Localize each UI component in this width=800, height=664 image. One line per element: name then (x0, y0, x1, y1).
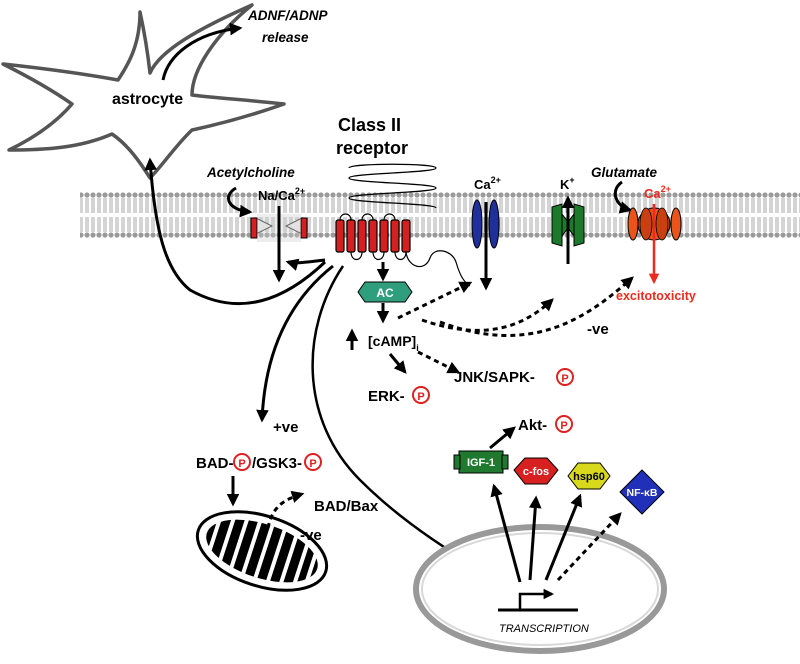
adenylyl-cyclase-icon (357, 281, 413, 303)
akt-phosphate-icon: P (555, 415, 573, 433)
camp-to-calcium-channel-dashed-arrow (397, 281, 473, 320)
svg-text:P: P (417, 391, 424, 403)
nucleus-to-cfos-arrow (528, 495, 542, 581)
adnf-release-arrow (161, 22, 243, 81)
astrocyte-cell-icon (1, 3, 286, 180)
bad-bax-label: BAD/Bax (314, 498, 379, 515)
svg-text:P: P (309, 458, 316, 470)
positive-effect-label: +ve (273, 419, 298, 436)
cfos-icon (513, 457, 559, 485)
adnf-label-line1: ADNF/ADNP (247, 8, 328, 23)
transcription-label: TRANSCRIPTION (499, 623, 589, 635)
camp-to-potassium-channel-dashed-arrow (421, 298, 554, 332)
excitotoxicity-label: excitotoxicity (616, 289, 696, 303)
ac-label: AC (376, 286, 394, 300)
jnk-sapk-label: JNK/SAPK- (454, 369, 535, 386)
plasma-membrane (80, 191, 800, 239)
acetylcholine-label: Acetylcholine (206, 165, 295, 180)
adnf-label-line2: release (262, 30, 309, 45)
camp-to-erk-arrow (388, 353, 407, 374)
transcription-start-arrow (518, 588, 555, 610)
gsk3-phosphate-icon: P (304, 453, 322, 471)
receptor-to-nucleus-arrow (311, 265, 480, 570)
gsk3-label: /GSK3- (252, 455, 302, 472)
svg-text:P: P (238, 458, 245, 470)
receptor-to-bad-arrow (256, 264, 334, 423)
nucleus-to-igf1-arrow (490, 483, 522, 583)
nfkb-label: NF-κB (627, 487, 658, 499)
astrocyte-label: astrocyte (112, 91, 183, 108)
igf1-icon (453, 450, 509, 474)
nucleus-icon (413, 524, 667, 654)
igf1-label: IGF-1 (467, 457, 495, 469)
k-label: K+ (560, 175, 575, 192)
jnk-phosphate-icon: P (556, 368, 574, 386)
class-ii-receptor-icon (335, 163, 471, 287)
bad-phosphate-icon: P (233, 453, 251, 471)
nucleus-to-hsp60-arrow (544, 493, 583, 581)
hsp60-icon (567, 462, 611, 490)
erk-label: ERK- (368, 388, 405, 405)
negative-effect-label-top: -ve (587, 321, 609, 338)
acetylcholine-arrow (227, 186, 253, 218)
receptor-title-line1: Class II (338, 115, 401, 135)
ca-label: Ca2+ (474, 175, 501, 192)
negative-effect-label-bottom: -ve (300, 527, 322, 544)
na-ca-label: Na/Ca2+ (258, 186, 305, 203)
glutamate-arrow (613, 180, 633, 214)
calcium-channel-icon (471, 199, 500, 249)
glutamate-label: Glutamate (591, 165, 658, 180)
bad-bax-dashed-arrow (266, 490, 305, 529)
svg-text:P: P (561, 373, 568, 385)
hsp60-label: hsp60 (573, 471, 605, 483)
mitochondrion-icon (195, 510, 329, 592)
igf1-to-akt-arrow (489, 426, 516, 450)
receptor-to-channel-arrow (285, 258, 326, 271)
receptor-to-astrocyte-arrow (144, 157, 327, 306)
receptor-title-line2: receptor (336, 138, 408, 158)
erk-phosphate-icon: P (412, 386, 430, 404)
svg-text:P: P (560, 420, 567, 432)
camp-label: [cAMP]i (368, 333, 419, 353)
camp-to-jnk-dashed-arrow (417, 350, 461, 374)
cfos-label: c-fos (523, 466, 549, 478)
akt-label: Akt- (518, 417, 547, 434)
nfkb-icon (619, 469, 665, 515)
bad-label: BAD- (196, 455, 234, 472)
nucleus-to-nfkb-dashed-arrow (556, 512, 622, 582)
ca-red-label: Ca2+ (644, 184, 671, 201)
